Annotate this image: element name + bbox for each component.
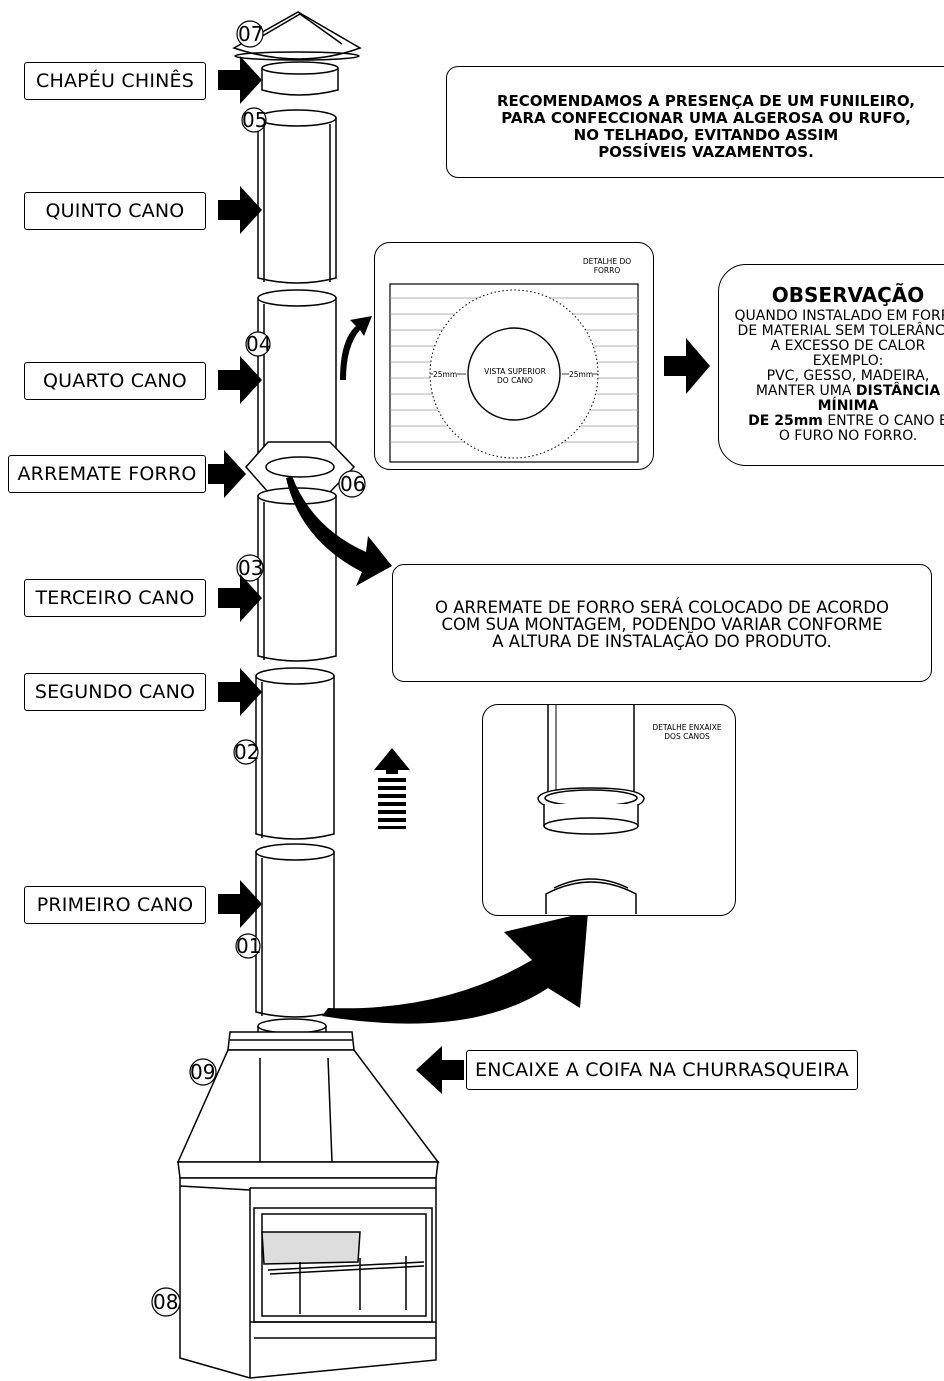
label-arremate-forro: ARREMATE FORRO bbox=[8, 455, 206, 493]
part-number-03: 03 bbox=[238, 556, 264, 580]
part-number-02: 02 bbox=[234, 740, 260, 764]
fourth-pipe bbox=[257, 289, 337, 460]
note-arremate-line2: COM SUA MONTAGEM, PODENDO VARIAR CONFORM… bbox=[441, 615, 883, 634]
part-number-01: 01 bbox=[236, 934, 262, 958]
arrow-to-observacao bbox=[664, 338, 710, 394]
curved-arrow-detalhe-encaixe bbox=[322, 912, 588, 1024]
part-number-05: 05 bbox=[242, 108, 268, 132]
observacao-line1: QUANDO INSTALADO EM FORRO bbox=[734, 308, 944, 324]
detail-ceiling-dim-left: 25mm bbox=[433, 370, 458, 379]
fifth-pipe bbox=[257, 109, 337, 284]
detail-fitting-title-line2: DOS CANOS bbox=[664, 732, 710, 741]
note-arremate-line3: A ALTURA DE INSTALAÇÃO DO PRODUTO. bbox=[492, 632, 832, 651]
note-funileiro-line3: NO TELHADO, EVITANDO ASSIM bbox=[573, 126, 839, 144]
part-number-08: 08 bbox=[153, 1290, 179, 1314]
part-number-04: 04 bbox=[246, 332, 272, 356]
hood bbox=[176, 1018, 440, 1179]
ceiling-trim-plate bbox=[245, 441, 356, 493]
label-quarto-cano: QUARTO CANO bbox=[24, 362, 206, 400]
third-pipe bbox=[257, 487, 337, 662]
label-terceiro-cano: TERCEIRO CANO bbox=[24, 579, 206, 617]
second-pipe bbox=[255, 667, 335, 840]
detail-fitting-title-line1: DETALHE ENXAIXE bbox=[652, 723, 722, 732]
detail-ceiling-dim-right: 25mm bbox=[569, 370, 594, 379]
barbecue-grill bbox=[179, 1177, 437, 1379]
arrow-quarto bbox=[218, 356, 262, 404]
observacao-line7: MÍNIMA bbox=[817, 398, 879, 414]
label-segundo-cano: SEGUNDO CANO bbox=[24, 673, 206, 711]
arrow-chapeu bbox=[218, 56, 262, 104]
arrow-arremate bbox=[208, 450, 246, 498]
curved-arrow-arremate bbox=[286, 476, 392, 586]
observacao-line6: MANTER UMA DISTÂNCIA bbox=[755, 383, 941, 399]
arrow-quinto bbox=[218, 186, 262, 234]
label-chapeu-chines: CHAPÉU CHINÊS bbox=[24, 62, 206, 100]
label-quinto-cano: QUINTO CANO bbox=[24, 192, 206, 230]
note-funileiro: RECOMENDAMOS A PRESENÇA DE UM FUNILEIRO,… bbox=[446, 66, 944, 178]
detail-ceiling-panel: DETALHE DO FORRO VISTA SUPERIOR DO CANO … bbox=[374, 242, 654, 470]
observacao-title: OBSERVAÇÃO bbox=[771, 283, 925, 307]
arrow-segundo bbox=[218, 668, 262, 716]
observacao-line9: O FURO NO FORRO. bbox=[778, 428, 918, 444]
observacao-line3: A EXCESSO DE CALOR bbox=[770, 338, 926, 354]
arrow-terceiro bbox=[218, 574, 262, 622]
note-funileiro-line1: RECOMENDAMOS A PRESENÇA DE UM FUNILEIRO, bbox=[497, 92, 915, 110]
arrow-up bbox=[374, 748, 410, 774]
note-observacao: OBSERVAÇÃO QUANDO INSTALADO EM FORRO DE … bbox=[718, 264, 944, 466]
chinese-hat-cap bbox=[232, 11, 362, 96]
note-arremate-line1: O ARREMATE DE FORRO SERÁ COLOCADO DE ACO… bbox=[435, 598, 889, 617]
label-primeiro-cano: PRIMEIRO CANO bbox=[24, 886, 206, 924]
observacao-line5: PVC, GESSO, MADEIRA, bbox=[766, 368, 930, 384]
first-pipe bbox=[255, 843, 335, 1018]
detail-ceiling-title-line2: FORRO bbox=[593, 266, 621, 275]
detail-ceiling-center-line1: VISTA SUPERIOR bbox=[484, 367, 546, 376]
part-number-09: 09 bbox=[190, 1060, 216, 1084]
label-encaixe-coifa: ENCAIXE A COIFA NA CHURRASQUEIRA bbox=[466, 1050, 858, 1090]
note-funileiro-line2: PARA CONFECCIONAR UMA ALGEROSA OU RUFO, bbox=[501, 109, 911, 127]
detail-ceiling-center-line2: DO CANO bbox=[497, 376, 533, 385]
note-arremate-forro: O ARREMATE DE FORRO SERÁ COLOCADO DE ACO… bbox=[392, 564, 932, 682]
observacao-line4: EXEMPLO: bbox=[812, 353, 884, 369]
curved-arrow-detalhe-forro bbox=[340, 316, 372, 380]
part-number-07: 07 bbox=[238, 22, 264, 46]
note-funileiro-line4: POSSÍVEIS VAZAMENTOS. bbox=[598, 143, 814, 161]
number-circles bbox=[151, 20, 366, 1317]
detail-pipe-fitting: DETALHE ENXAIXE DOS CANOS bbox=[482, 703, 736, 916]
observacao-line2: DE MATERIAL SEM TOLERÂNCIA bbox=[737, 323, 944, 339]
part-number-06: 06 bbox=[340, 472, 366, 496]
arrow-encaixe bbox=[416, 1046, 464, 1094]
arrow-primeiro bbox=[218, 880, 262, 928]
observacao-line8: DE 25mm ENTRE O CANO E bbox=[748, 413, 944, 429]
detail-ceiling-title-line1: DETALHE DO bbox=[582, 257, 632, 266]
pointer-arrows bbox=[208, 56, 710, 1094]
